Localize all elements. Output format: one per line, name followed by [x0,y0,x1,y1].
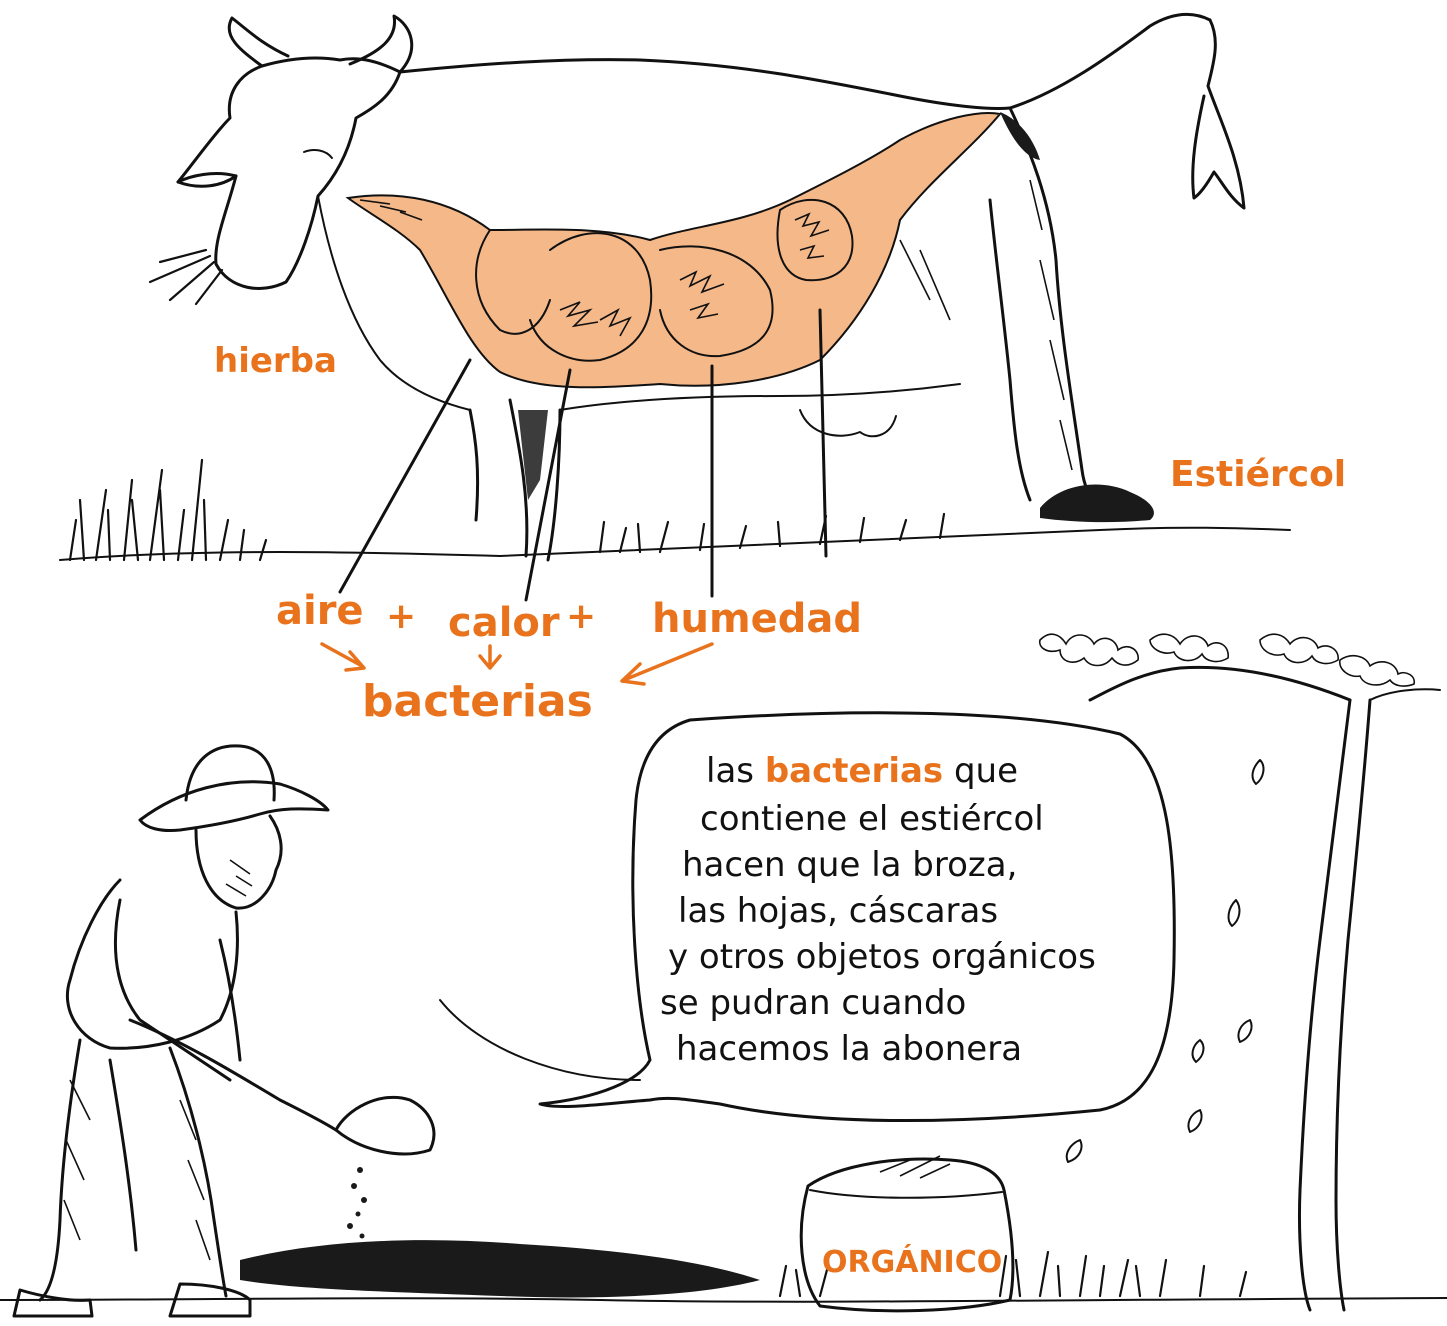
grass-top [59,458,1291,562]
pointer-lines [338,308,828,602]
tree-illustration [1038,633,1441,1312]
plus-1: + [386,596,416,637]
plus-2: + [566,596,596,637]
speech-line-4: las hojas, cáscaras [678,891,998,931]
label-hierba: hierba [214,341,337,381]
compost-sack-icon: ORGÁNICO [799,1155,1015,1313]
stomach-icon [345,112,1002,389]
stomach-shape [345,112,1002,389]
speech-line-2: contiene el estiércol [700,799,1044,839]
label-calor: calor [448,600,560,646]
farmer-illustration [12,744,330,1318]
ground-bottom [0,1240,1447,1303]
speech-line-3: hacen que la broza, [682,845,1017,885]
label-aire: aire [276,588,364,634]
shovel-icon [128,1018,436,1239]
sack-label: ORGÁNICO [822,1244,1002,1280]
label-humedad: humedad [652,596,862,642]
speech-line-1: las bacterias que [706,751,1018,791]
speech-line-5: y otros objetos orgánicos [668,937,1096,977]
speech-bubble: las bacterias que contiene el estiércol … [439,711,1176,1123]
manure-pile [1040,484,1154,523]
label-estiercol: Estiércol [1170,454,1346,495]
arrow-icon [320,642,714,686]
label-bacterias: bacterias [362,676,593,727]
speech-line-6: se pudran cuando [660,983,966,1023]
speech-line-7: hacemos la abonera [676,1029,1022,1069]
